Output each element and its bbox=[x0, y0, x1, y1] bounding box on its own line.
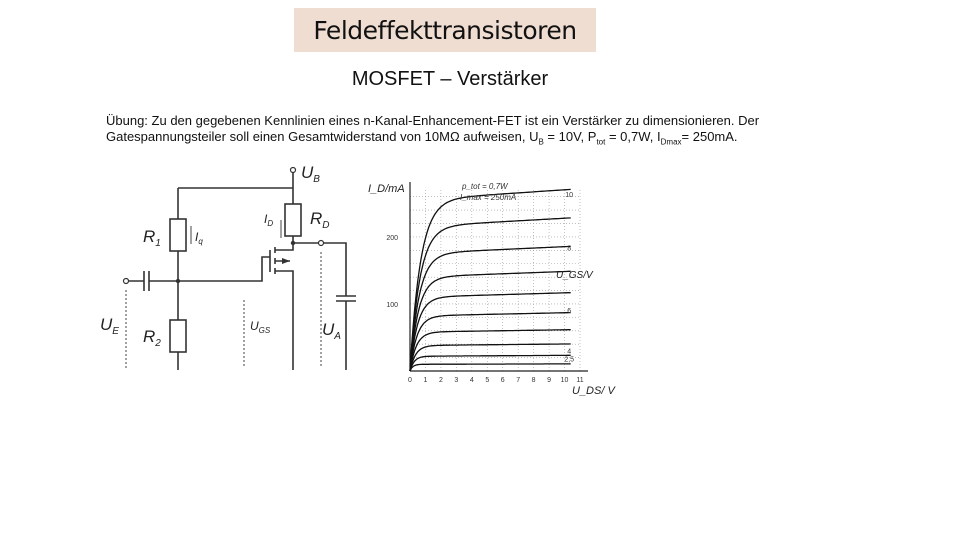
task-part-e: = 0,7W, I bbox=[605, 128, 661, 144]
r1-label: R1 bbox=[143, 227, 161, 249]
x-tick-label: 7 bbox=[516, 377, 520, 384]
output-terminal bbox=[317, 239, 325, 247]
curve-series bbox=[409, 217, 571, 372]
series-label: 6 bbox=[567, 308, 571, 315]
ub-label: UB bbox=[301, 163, 320, 185]
x-tick-label: 4 bbox=[470, 377, 474, 384]
curve-series bbox=[409, 188, 571, 372]
output-capacitor bbox=[324, 242, 356, 370]
top-rail bbox=[178, 172, 294, 189]
x-tick-label: 3 bbox=[454, 377, 458, 384]
task-part-g: = 250mA. bbox=[681, 128, 738, 144]
task-sub-dmax: Dmax bbox=[660, 137, 682, 147]
id-label: ID bbox=[264, 212, 273, 228]
y-axis-title: I_D/mA bbox=[368, 183, 405, 195]
ue-label: UE bbox=[100, 315, 119, 337]
curve-series bbox=[409, 292, 571, 372]
annotation-ptot: p_tot = 0,7W bbox=[461, 182, 509, 191]
y-tick-label: 200 bbox=[386, 235, 398, 242]
mosfet-arrow bbox=[282, 258, 290, 264]
curve-series bbox=[409, 354, 571, 372]
chart-curves bbox=[409, 188, 571, 372]
x-tick-label: 6 bbox=[501, 377, 505, 384]
task-line-2: Gatespannungsteiler soll einen Gesamtwid… bbox=[106, 129, 866, 150]
series-label: 8 bbox=[567, 246, 571, 253]
x-tick-label: 11 bbox=[576, 377, 583, 384]
x-tick-label: 2 bbox=[439, 377, 443, 384]
x-tick-label: 9 bbox=[547, 377, 551, 384]
curve-series bbox=[409, 270, 571, 372]
gate-wire bbox=[178, 256, 270, 282]
slide-title: Feldeffekttransistoren bbox=[313, 15, 577, 45]
series-label: 2,5 bbox=[564, 356, 574, 363]
curve-series bbox=[409, 363, 571, 372]
task-line-1: Übung: Zu den gegebenen Kennlinien eines… bbox=[106, 113, 760, 128]
x-tick-label: 10 bbox=[561, 377, 569, 384]
series-label: 4 bbox=[567, 348, 571, 355]
parameter-label: U_GS/V bbox=[556, 270, 594, 281]
iq-label: Iq bbox=[195, 230, 203, 246]
curve-series bbox=[409, 311, 571, 372]
input-capacitor bbox=[128, 271, 178, 291]
chart-axes bbox=[409, 182, 588, 372]
rd-label: RD bbox=[310, 209, 330, 231]
x-tick-label: 0 bbox=[408, 377, 412, 384]
slide-title-box: Feldeffekttransistoren bbox=[294, 8, 596, 52]
r2-label: R2 bbox=[143, 327, 161, 349]
task-part-a: Gatespannungsteiler soll einen Gesamtwid… bbox=[106, 128, 539, 144]
task-text: Übung: Zu den gegebenen Kennlinien eines… bbox=[106, 113, 866, 150]
y-tick-label: 100 bbox=[386, 302, 398, 309]
ugs-label: UGS bbox=[250, 319, 271, 335]
curve-series bbox=[409, 343, 571, 372]
task-sub-b: B bbox=[538, 137, 544, 147]
task-sub-tot: tot bbox=[596, 137, 606, 147]
series-label: 10 bbox=[565, 192, 573, 199]
annotation-imax: I_max = 250mA bbox=[460, 193, 516, 202]
x-tick-label: 1 bbox=[424, 377, 428, 384]
curve-series bbox=[409, 245, 571, 372]
curve-series bbox=[409, 329, 571, 372]
ua-label: UA bbox=[322, 320, 341, 342]
slide-subtitle: MOSFET – Verstärker bbox=[351, 68, 549, 90]
x-axis-title: U_DS/ V bbox=[572, 385, 616, 397]
task-part-c: = 10V, P bbox=[543, 128, 597, 144]
x-tick-label: 5 bbox=[485, 377, 489, 384]
x-tick-label: 8 bbox=[532, 377, 536, 384]
